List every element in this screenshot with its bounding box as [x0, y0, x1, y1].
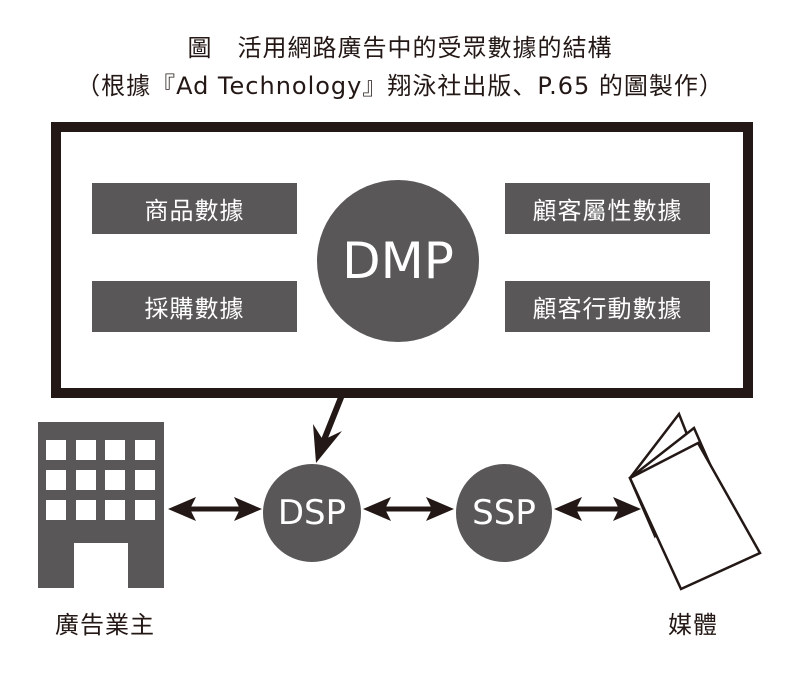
- advertiser-label: 廣告業主: [55, 611, 155, 639]
- dsp-ssp-arrow: [363, 497, 454, 521]
- diagram-title: 圖 活用網路廣告中的受眾數據的結構: [187, 34, 613, 62]
- ssp-node: SSP: [456, 464, 552, 562]
- diagram-source-note: （根據『Ad Technology』翔泳社出版、P.65 的圖製作）: [76, 72, 724, 100]
- advertiser-dsp-arrow: [168, 497, 262, 521]
- dmp-to-dsp-arrow: [313, 388, 347, 463]
- data-box-purchase: 採購數據: [92, 281, 297, 332]
- dmp-frame: [51, 122, 753, 398]
- data-box-customer-attribute: 顧客屬性數據: [505, 183, 710, 234]
- ssp-media-arrow: [554, 497, 641, 521]
- office-building-icon: [38, 422, 164, 588]
- dsp-node: DSP: [263, 464, 361, 562]
- magazine-pages-icon: [628, 411, 762, 591]
- dmp-node: DMP: [317, 180, 479, 342]
- media-label: 媒體: [668, 611, 718, 639]
- data-box-customer-behavior: 顧客行動數據: [505, 281, 710, 332]
- data-box-product: 商品數據: [92, 183, 297, 234]
